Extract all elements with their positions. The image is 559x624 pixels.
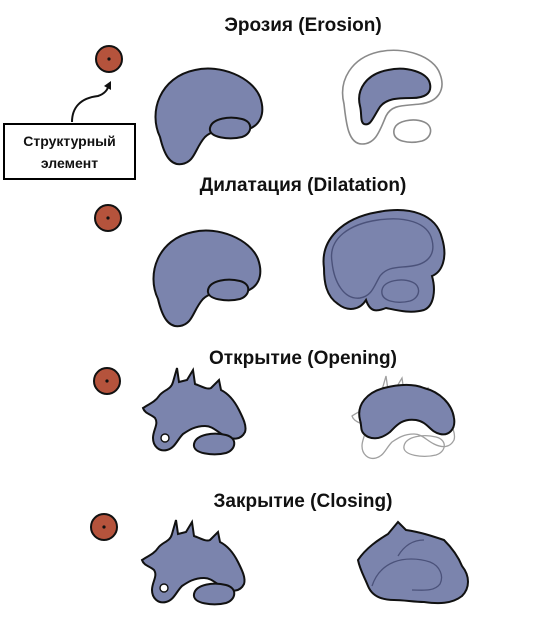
closing-title: Закрытие (Closing)	[213, 491, 393, 512]
dilatation-original-small-blob	[206, 278, 250, 302]
structuring-element-2	[94, 204, 122, 232]
opening-original-small-blob	[192, 432, 236, 456]
closing-row	[90, 513, 469, 606]
structuring-element-1	[95, 45, 123, 73]
callout-arrow	[71, 81, 111, 123]
dilatation-result-shape	[322, 209, 446, 313]
opening-title: Открытие (Opening)	[209, 348, 397, 369]
closing-original-shape	[141, 519, 246, 604]
structuring-element-4	[90, 513, 118, 541]
structuring-element-callout: Структурный элемент	[3, 123, 136, 180]
dilatation-title: Дилатация (Dilatation)	[199, 175, 407, 196]
erosion-title: Эрозия (Erosion)	[224, 15, 382, 36]
erosion-ghost-outline	[341, 49, 443, 145]
dilatation-row	[94, 204, 446, 328]
callout-line-1: Структурный	[23, 132, 116, 149]
structuring-element-3	[93, 367, 121, 395]
closing-original-small-blob	[192, 582, 236, 606]
callout-line-2: элемент	[40, 154, 99, 171]
opening-result-shape	[358, 384, 456, 440]
opening-row	[93, 367, 456, 460]
dilatation-original-shape	[152, 229, 262, 328]
erosion-original-small-blob	[208, 116, 252, 140]
erosion-result-shape	[358, 67, 432, 126]
closing-result-shape	[356, 520, 469, 605]
erosion-row	[71, 45, 443, 166]
erosion-original-shape	[154, 67, 264, 166]
opening-original-shape	[142, 367, 247, 452]
